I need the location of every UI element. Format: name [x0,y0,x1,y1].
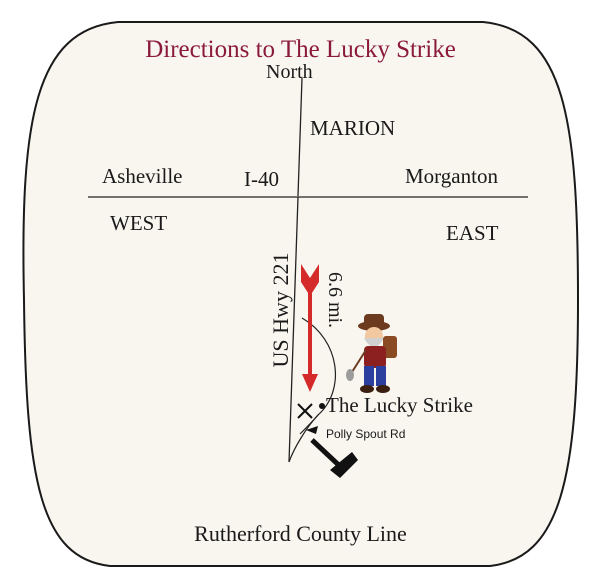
destination-dot [319,403,325,409]
miner-mascot-icon [346,314,397,393]
west-label: WEST [110,211,168,235]
north-south-road [297,77,303,197]
pointer-arrow-icon [306,426,318,434]
county-line-label: Rutherford County Line [194,521,407,546]
pickaxe-icon [310,438,358,478]
distance-label: 6.6 mi. [324,271,346,329]
map-title: Directions to The Lucky Strike [145,36,456,63]
morganton-label: Morganton [405,164,498,188]
map-frame [22,21,580,567]
marion-label: MARION [310,116,396,140]
crossed-picks-icon [297,403,313,419]
side-curve-road [288,317,337,463]
destination-label: The Lucky Strike [326,393,473,417]
arrow-down-icon [301,264,319,392]
east-label: EAST [446,221,499,245]
polly-spout-road [299,414,319,435]
side-road-label: Polly Spout Rd [326,427,406,441]
interstate-label: I-40 [244,167,279,191]
asheville-label: Asheville [102,164,183,188]
us-hwy-221-road [288,196,299,463]
us-hwy-221-label: US Hwy 221 [268,252,293,368]
north-label: North [266,61,313,83]
